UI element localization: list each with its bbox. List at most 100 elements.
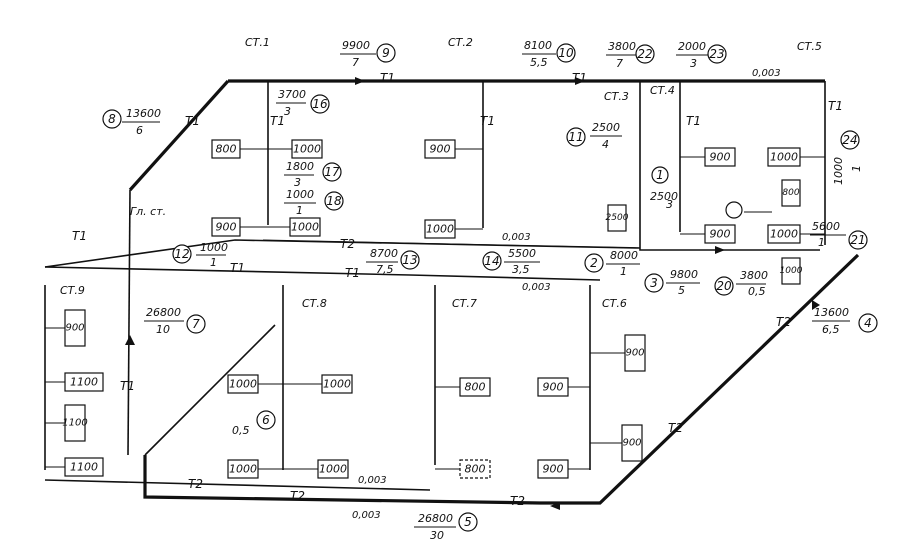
radiator: 1000 (289, 217, 321, 237)
radiator: 1000 (321, 374, 353, 394)
svg-text:1100: 1100 (70, 376, 98, 389)
svg-text:20: 20 (716, 279, 732, 293)
slope-labels: 0,003 0,003 0,003 0,003 0,003 (352, 68, 781, 521)
svg-text:9800: 9800 (670, 268, 698, 281)
svg-text:900: 900 (543, 381, 564, 394)
svg-text:9900: 9900 (342, 39, 370, 52)
svg-text:8100: 8100 (524, 39, 552, 52)
svg-text:900: 900 (710, 151, 731, 164)
svg-text:Т1: Т1 (185, 114, 200, 128)
radiator: 800 (781, 179, 801, 207)
radiator: 1000 (767, 224, 801, 244)
svg-text:Т1: Т1 (230, 261, 245, 275)
svg-text:3: 3 (284, 105, 291, 118)
radiator: 1000 (227, 374, 259, 394)
svg-text:3: 3 (650, 276, 658, 290)
svg-text:1000: 1000 (319, 463, 347, 476)
radiator-branches (45, 148, 825, 470)
svg-text:1800: 1800 (286, 160, 314, 173)
radiator: 1000 (767, 147, 801, 167)
svg-text:3: 3 (666, 198, 673, 211)
riser-label: СТ.3 (604, 90, 629, 103)
svg-text:7,5: 7,5 (376, 263, 394, 276)
radiator: 800 (459, 377, 491, 397)
svg-text:1000: 1000 (426, 223, 454, 236)
return-main (44, 253, 860, 505)
radiators: 800 1000 900 1000 900 1000 900 900 2500 … (62, 139, 803, 479)
svg-text:4: 4 (864, 316, 872, 330)
svg-text:Т1: Т1 (72, 229, 87, 243)
svg-text:12: 12 (174, 247, 189, 261)
svg-text:1: 1 (818, 236, 825, 249)
svg-text:3: 3 (294, 176, 301, 189)
radiator: 1100 (64, 457, 104, 477)
svg-text:1: 1 (210, 256, 217, 269)
svg-text:13: 13 (402, 253, 417, 267)
svg-text:900: 900 (622, 438, 641, 449)
svg-text:2500: 2500 (650, 190, 678, 203)
middle-lines (44, 239, 641, 281)
svg-text:1000: 1000 (229, 378, 257, 391)
radiator: 2500 (606, 204, 629, 232)
svg-text:6,5: 6,5 (822, 323, 840, 336)
svg-text:800: 800 (465, 463, 486, 476)
svg-text:5: 5 (464, 515, 472, 529)
radiator: 900 (64, 309, 86, 347)
svg-text:1: 1 (850, 165, 863, 172)
svg-text:900: 900 (543, 463, 564, 476)
svg-text:7: 7 (616, 57, 623, 70)
svg-text:800: 800 (465, 381, 486, 394)
svg-text:5: 5 (678, 284, 685, 297)
svg-text:Т2: Т2 (510, 494, 525, 508)
svg-text:5500: 5500 (508, 247, 536, 260)
svg-text:Т1: Т1 (686, 114, 701, 128)
radiator: 900 (537, 377, 569, 397)
svg-text:Т2: Т2 (340, 237, 355, 251)
svg-text:Т1: Т1 (380, 71, 395, 85)
svg-text:1100: 1100 (62, 418, 87, 429)
svg-text:1100: 1100 (70, 461, 98, 474)
svg-text:1000: 1000 (291, 221, 319, 234)
svg-text:Т1: Т1 (270, 114, 285, 128)
svg-text:2: 2 (590, 256, 598, 270)
svg-text:5600: 5600 (812, 220, 840, 233)
svg-text:4: 4 (602, 138, 609, 151)
svg-text:Т2: Т2 (188, 477, 203, 491)
radiator: 1100 (64, 372, 104, 392)
svg-text:Т1: Т1 (480, 114, 495, 128)
svg-text:1000: 1000 (770, 228, 798, 241)
svg-text:800: 800 (216, 143, 237, 156)
radiator: 1000 (317, 459, 349, 479)
svg-text:7: 7 (192, 317, 200, 331)
riser-label: СТ.4 (650, 84, 675, 97)
svg-text:1000: 1000 (286, 188, 314, 201)
svg-text:2500: 2500 (606, 213, 629, 223)
riser-stubs (44, 81, 681, 470)
radiator: 900 (704, 224, 736, 244)
svg-text:10: 10 (558, 46, 574, 60)
radiator: 1000 (780, 257, 803, 285)
svg-text:8000: 8000 (610, 249, 638, 262)
svg-text:17: 17 (324, 165, 340, 179)
riser-label: СТ.7 (452, 297, 477, 310)
svg-text:1000: 1000 (229, 463, 257, 476)
svg-text:3: 3 (690, 57, 697, 70)
svg-text:1: 1 (296, 204, 303, 217)
radiator: 1000 (227, 459, 259, 479)
svg-text:3800: 3800 (740, 269, 768, 282)
riser-label: СТ.9 (60, 284, 85, 297)
svg-text:0,003: 0,003 (502, 232, 531, 243)
svg-text:3700: 3700 (278, 88, 306, 101)
svg-text:8700: 8700 (370, 247, 398, 260)
svg-text:26800: 26800 (418, 512, 453, 525)
svg-text:900: 900 (216, 221, 237, 234)
svg-text:7: 7 (352, 56, 359, 69)
svg-text:Т1: Т1 (120, 379, 135, 393)
radiator: 900 (424, 139, 456, 159)
svg-text:11: 11 (568, 130, 583, 144)
svg-text:1000: 1000 (780, 266, 803, 276)
radiator: 900 (621, 424, 643, 462)
svg-text:0,003: 0,003 (352, 510, 381, 521)
svg-text:0,003: 0,003 (522, 282, 551, 293)
svg-text:5,5: 5,5 (530, 56, 548, 69)
